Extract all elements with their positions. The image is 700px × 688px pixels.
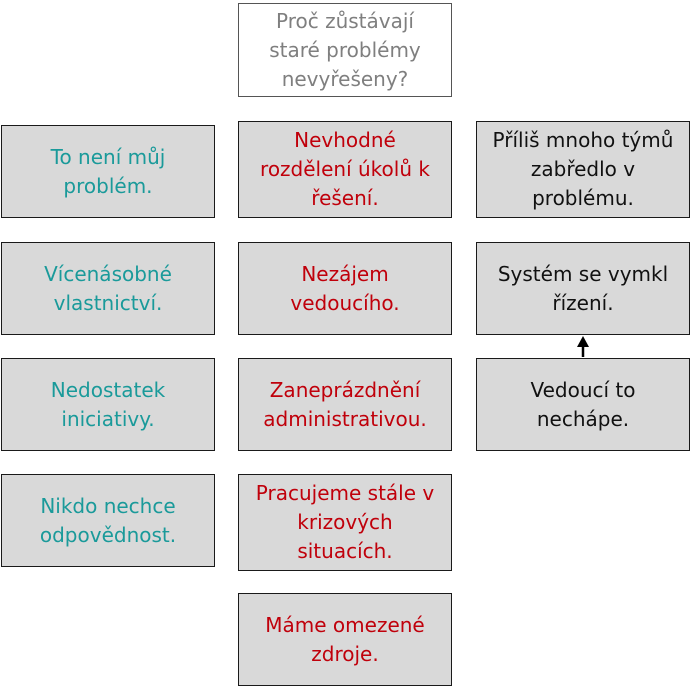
box-text-line: řešení. — [311, 186, 379, 210]
left-box-nobody-wants-responsibility: Nikdo nechce odpovědnost. — [1, 474, 215, 567]
box-text-line: Vícenásobné — [44, 261, 172, 286]
box-text-line: situacích. — [297, 539, 393, 563]
box-text-line: Pracujeme stále v — [255, 481, 435, 505]
title-box: Proč zůstávají staré problémy nevyřešeny… — [238, 3, 452, 97]
box-text-line: Systém se vymkl — [497, 261, 669, 286]
box-text-line: To není můj — [50, 144, 166, 169]
box-text-line: Příliš mnoho týmů — [492, 128, 674, 152]
box-text-line: Nevhodné — [294, 128, 396, 152]
box-text-line: zdroje. — [311, 641, 379, 666]
middle-box-administrative-load: Zaneprázdnění administrativou. — [238, 358, 452, 451]
arrow-head-icon — [577, 336, 589, 347]
left-box-lack-of-initiative: Nedostatek iniciativy. — [1, 358, 215, 451]
title-line: Proč zůstávají — [276, 8, 414, 33]
box-text-line: odpovědnost. — [39, 522, 177, 547]
box-text-line: administrativou. — [263, 406, 427, 431]
box-text-line: Máme omezené — [265, 612, 425, 637]
left-box-not-my-problem: To není můj problém. — [1, 125, 215, 218]
right-box-too-many-teams: Příliš mnoho týmů zabředlo v problému. — [476, 121, 690, 218]
box-text-line: Vedoucí to — [530, 377, 636, 402]
box-text-line: problém. — [63, 173, 153, 198]
box-text-line: rozdělení úkolů k — [260, 157, 430, 181]
box-text-line: Nezájem — [301, 261, 389, 286]
box-text-line: Nedostatek — [50, 377, 166, 402]
box-text-line: vedoucího. — [290, 290, 400, 315]
box-text-line: zabředlo v — [530, 157, 636, 181]
left-box-multiple-ownership: Vícenásobné vlastnictví. — [1, 242, 215, 335]
box-text-line: krizových — [297, 510, 393, 534]
right-box-manager-does-not-understand: Vedoucí to nechápe. — [476, 358, 690, 451]
middle-box-limited-resources: Máme omezené zdroje. — [238, 593, 452, 686]
box-text-line: Zaneprázdnění — [269, 377, 421, 402]
box-text-line: řízení. — [552, 290, 614, 315]
title-line: nevyřešeny? — [281, 66, 409, 91]
right-box-system-out-of-control: Systém se vymkl řízení. — [476, 242, 690, 335]
box-text-line: problému. — [532, 186, 634, 210]
middle-box-task-distribution: Nevhodné rozdělení úkolů k řešení. — [238, 121, 452, 218]
box-text-line: vlastnictví. — [53, 290, 163, 315]
box-text-line: nechápe. — [536, 406, 630, 431]
middle-box-manager-disinterest: Nezájem vedoucího. — [238, 242, 452, 335]
middle-box-crisis-mode: Pracujeme stále v krizových situacích. — [238, 474, 452, 571]
title-line: staré problémy — [269, 37, 421, 62]
box-text-line: iniciativy. — [61, 406, 155, 431]
box-text-line: Nikdo nechce — [40, 493, 176, 518]
